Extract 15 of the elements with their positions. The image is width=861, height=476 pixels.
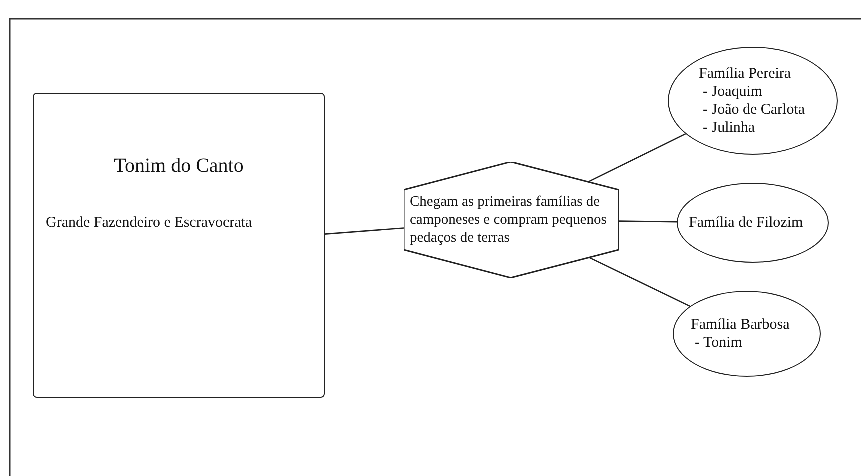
family-name: Família Barbosa [691,316,790,334]
person-box [33,93,325,398]
connector-line [588,134,686,183]
member-name: - Tonim [694,334,742,352]
box-text: Grande Fazendeiro e Escravocrata [46,214,254,233]
member-name: - Julinha [702,119,756,137]
member-name: - Joaquim [702,83,763,101]
box-heading: Tonim do Canto [113,154,245,178]
connector-line [324,228,404,235]
connector-line [589,257,690,308]
member-name: - João de Carlota [702,101,806,119]
connector-line [619,220,678,223]
family-name: Família de Filozim [689,214,804,232]
family-name: Família Pereira [699,65,792,83]
event-text: Chegam as primeiras famílias de camponeses e compram pequenos pedaços de terras [410,193,608,247]
